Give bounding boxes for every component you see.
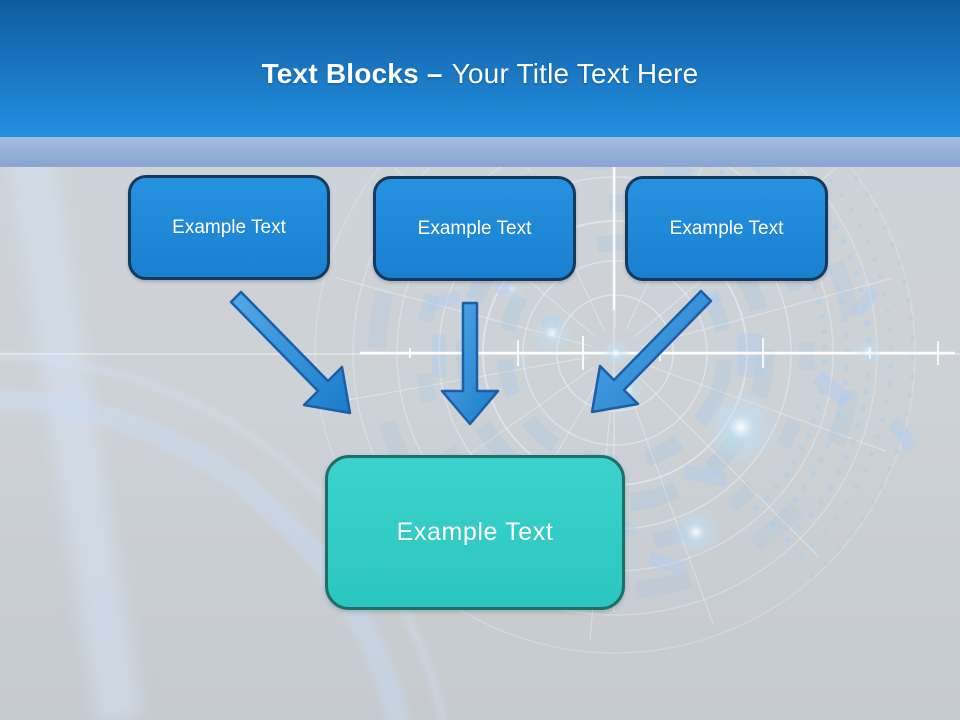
text-block-2-label: Example Text xyxy=(417,217,532,239)
text-block-2: Example Text xyxy=(373,176,576,281)
text-block-1: Example Text xyxy=(128,175,330,280)
light-streak xyxy=(5,136,143,720)
arrow-down-right-icon xyxy=(229,290,352,415)
slide-header: Text Blocks –Your Title Text Here xyxy=(0,0,960,137)
title-bold-text: Text Blocks – xyxy=(261,57,443,89)
text-block-1-label: Example Text xyxy=(172,216,286,238)
result-block: Example Text xyxy=(325,455,625,610)
glow-spots xyxy=(499,276,884,558)
text-block-3: Example Text xyxy=(625,176,828,281)
text-block-3-label: Example Text xyxy=(669,217,784,239)
slide-title: Text Blocks –Your Title Text Here xyxy=(262,58,699,90)
arrow-down-left-icon xyxy=(590,289,713,414)
header-band xyxy=(0,137,960,167)
arrow-down-icon xyxy=(440,301,500,426)
result-block-label: Example Text xyxy=(396,518,554,546)
title-regular-text: Your Title Text Here xyxy=(451,57,699,89)
